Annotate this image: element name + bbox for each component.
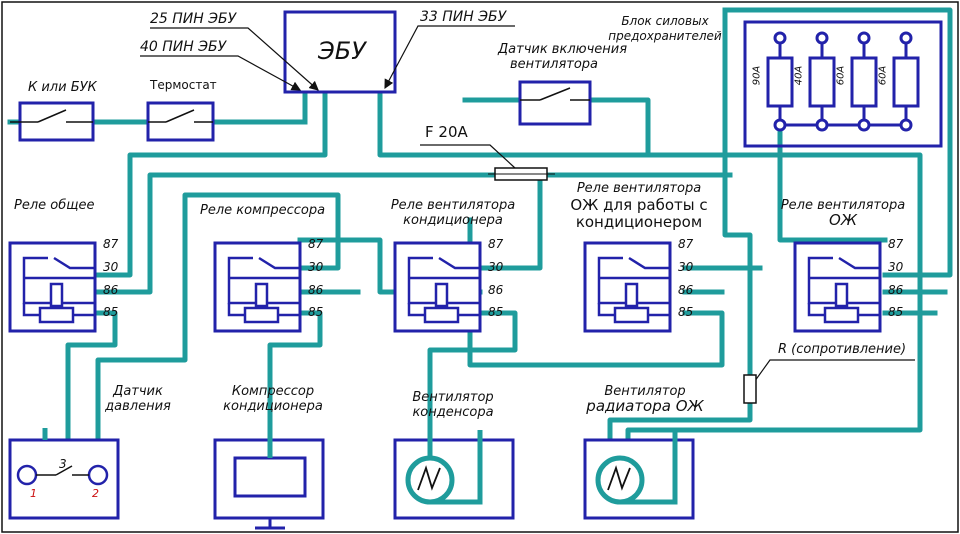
relay-radiator-ac-title: Реле вентилятора ОЖ для работы с кондици… [564, 180, 714, 231]
relay-radiator-pin-30: 30 [888, 260, 904, 274]
fuse-label-3: 60А [877, 65, 889, 86]
wire-resistor-fan [607, 397, 753, 443]
relay-compressor-title: Реле компрессора [200, 203, 326, 218]
relay-condenser-title: Реле вентилятора кондиционера [378, 198, 528, 228]
ecu-pin25-label: 25 ПИН ЭБУ [150, 11, 237, 27]
ecu-box [283, 10, 397, 94]
resistor [743, 374, 757, 404]
relay-compressor-pin-85: 85 [308, 305, 324, 319]
fuse-block-label-line1: Блок силовых [621, 14, 709, 28]
relay-condenser-pin-85: 85 [488, 305, 504, 319]
radiator-fan-line1: Вентилятор [604, 384, 686, 399]
relay-radiator-title: Реле вентилятора ОЖ [768, 198, 918, 228]
relay-radiator-ac-line2: ОЖ для работы с [570, 196, 708, 214]
relay-radiator-ac-line3: кондиционером [575, 213, 703, 231]
fan-sensor-label-line1: Датчик включения [498, 42, 628, 57]
fuse-block-label-line2: предохранителей [608, 29, 722, 43]
relay-radiator-ac-pin-86: 86 [678, 283, 694, 297]
compressor-line2: кондиционера [223, 399, 323, 414]
ignition-label: К или БУК [28, 80, 97, 95]
compressor-line1: Компрессор [231, 384, 315, 399]
ecu-leaders [140, 25, 915, 386]
thermostat-label: Термостат [150, 78, 217, 92]
wire-cond-85 [427, 310, 518, 433]
ecu-pin40-label: 40 ПИН ЭБУ [140, 39, 227, 55]
switch-fan-sensor [518, 80, 592, 126]
switch-ignition [10, 101, 95, 142]
relay-radiator-line1: Реле вентилятора [780, 198, 906, 213]
relay-general-title: Реле общее [14, 198, 95, 213]
ecu-label: ЭБУ [318, 37, 366, 65]
radiator-fan-label: Вентилятор радиатора ОЖ [585, 384, 705, 414]
relay-compressor-pin-86: 86 [308, 283, 324, 297]
pressure-sensor-line1: Датчик [113, 384, 163, 399]
fan-sensor-label: Датчик включения вентилятора [498, 42, 628, 72]
pressure-pin-3: 3 [59, 457, 67, 471]
relay-radiator-symbol [793, 241, 882, 333]
relay-condenser-line1: Реле вентилятора [390, 198, 516, 213]
relay-compressor-symbol [213, 241, 302, 333]
wire-fuse-relay [777, 122, 888, 243]
relay-radiator-ac-symbol [583, 241, 672, 333]
resistor-label: R (сопротивление) [778, 342, 907, 357]
relay-radiator-line2: ОЖ [829, 211, 857, 229]
pressure-pin-1: 1 [30, 487, 37, 500]
condenser-fan-line2: конденсора [412, 405, 494, 420]
wire-comp-30 [95, 192, 341, 443]
pressure-sensor [8, 428, 120, 520]
fuse-label-1: 40А [793, 65, 805, 86]
condenser-fan-line1: Вентилятор [412, 390, 494, 405]
relay-compressor-pin-30: 30 [308, 260, 324, 274]
switch-thermostat [146, 101, 215, 142]
relay-radiator-pin-87: 87 [888, 237, 904, 251]
relay-condenser-symbol [393, 241, 482, 333]
relay-radiator-ac-pin-87: 87 [678, 237, 694, 251]
wire-bus-down [722, 7, 753, 378]
relay-general-pin-85: 85 [103, 305, 119, 319]
wire-rg-85 [65, 310, 118, 443]
wire-fan-sensor [462, 97, 651, 158]
relay-radiator-pin-86: 86 [888, 283, 904, 297]
relay-radiator-ac-pin-30: 30 [678, 260, 694, 274]
wire-top-bus [722, 7, 953, 278]
relay-general-symbol [8, 241, 97, 333]
compressor-label: Компрессор кондиционера [218, 384, 328, 414]
relay-condenser-pin-86: 86 [488, 283, 504, 297]
relay-condenser-pin-87: 87 [488, 237, 504, 251]
relay-general-pin-87: 87 [103, 237, 119, 251]
relay-general-pin-30: 30 [103, 260, 119, 274]
compressor [213, 430, 325, 530]
fuse-block-label: Блок силовых предохранителей [600, 14, 730, 44]
relay-condenser-line2: кондиционера [403, 213, 503, 228]
pressure-sensor-line2: давления [105, 399, 171, 414]
relay-general-pin-86: 86 [103, 283, 119, 297]
radiator-fan-line2: радиатора ОЖ [586, 397, 704, 415]
relay-compressor-pin-87: 87 [308, 237, 324, 251]
fuse-label-2: 60А [835, 65, 847, 86]
pressure-pin-2: 2 [92, 487, 99, 500]
relay-condenser-pin-30: 30 [488, 260, 504, 274]
relay-radiator-ac-pin-85: 85 [678, 305, 694, 319]
fuse-f20-label: F 20A [425, 123, 468, 141]
relay-radiator-ac-line1: Реле вентилятора [576, 181, 702, 196]
fuse-label-0: 90А [751, 65, 763, 86]
wire-rg-86 [92, 172, 733, 295]
radiator-fan [583, 430, 695, 520]
fan-sensor-label-line2: вентилятора [509, 57, 599, 72]
wire-ecu-40 [92, 89, 328, 278]
fuse-block [743, 20, 943, 148]
relays [8, 241, 882, 333]
condenser-fan [393, 430, 515, 520]
pressure-sensor-label: Датчик давления [98, 384, 178, 414]
ecu-pin33-label: 33 ПИН ЭБУ [420, 9, 507, 25]
wire-cond-30 [477, 172, 543, 271]
relay-radiator-pin-85: 85 [888, 305, 904, 319]
condenser-fan-label: Вентилятор конденсора [398, 390, 508, 420]
wire-comp-85 [267, 310, 323, 433]
